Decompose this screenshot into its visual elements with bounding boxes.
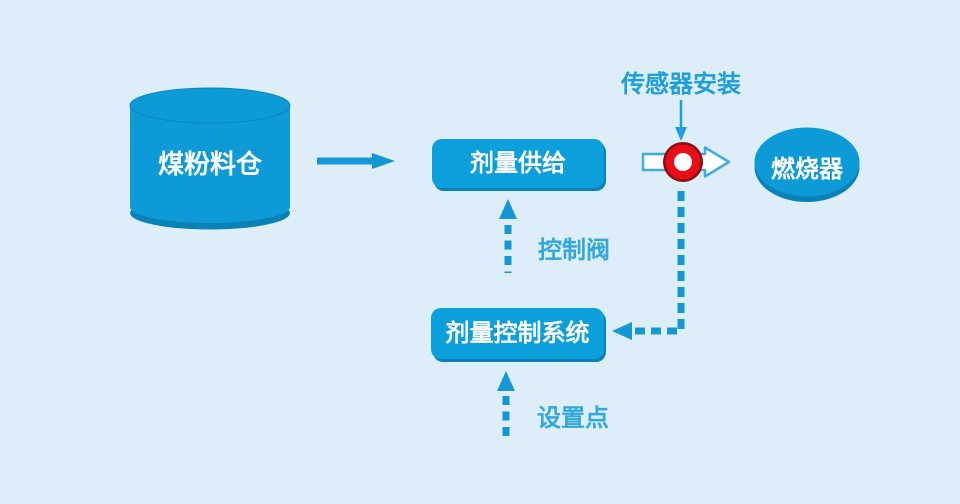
sensor-feedback-dashed-line-icon: [612, 191, 685, 340]
silo-cylinder-icon: [129, 87, 291, 230]
burner-ellipse-icon: [754, 127, 860, 202]
sensor-icon: [663, 142, 703, 182]
dosing-control-system-node: 剂量控制系统: [431, 308, 604, 359]
control-valve-label: 控制阀: [538, 236, 610, 264]
sensor-pointer-arrow-icon: [675, 100, 687, 141]
setpoint-dashed-arrow-icon: [497, 371, 515, 438]
flow-arrow-icon: [317, 153, 395, 169]
silo-node-label: 煤粉料仓: [157, 150, 262, 180]
sensor-mount-label: 传感器安装: [621, 70, 741, 98]
dosing-supply-node: 剂量供给: [432, 139, 604, 188]
control-valve-dashed-arrow-icon: [499, 199, 517, 273]
set-point-label: 设置点: [537, 404, 609, 432]
burner-node-label: 燃烧器: [771, 155, 843, 183]
